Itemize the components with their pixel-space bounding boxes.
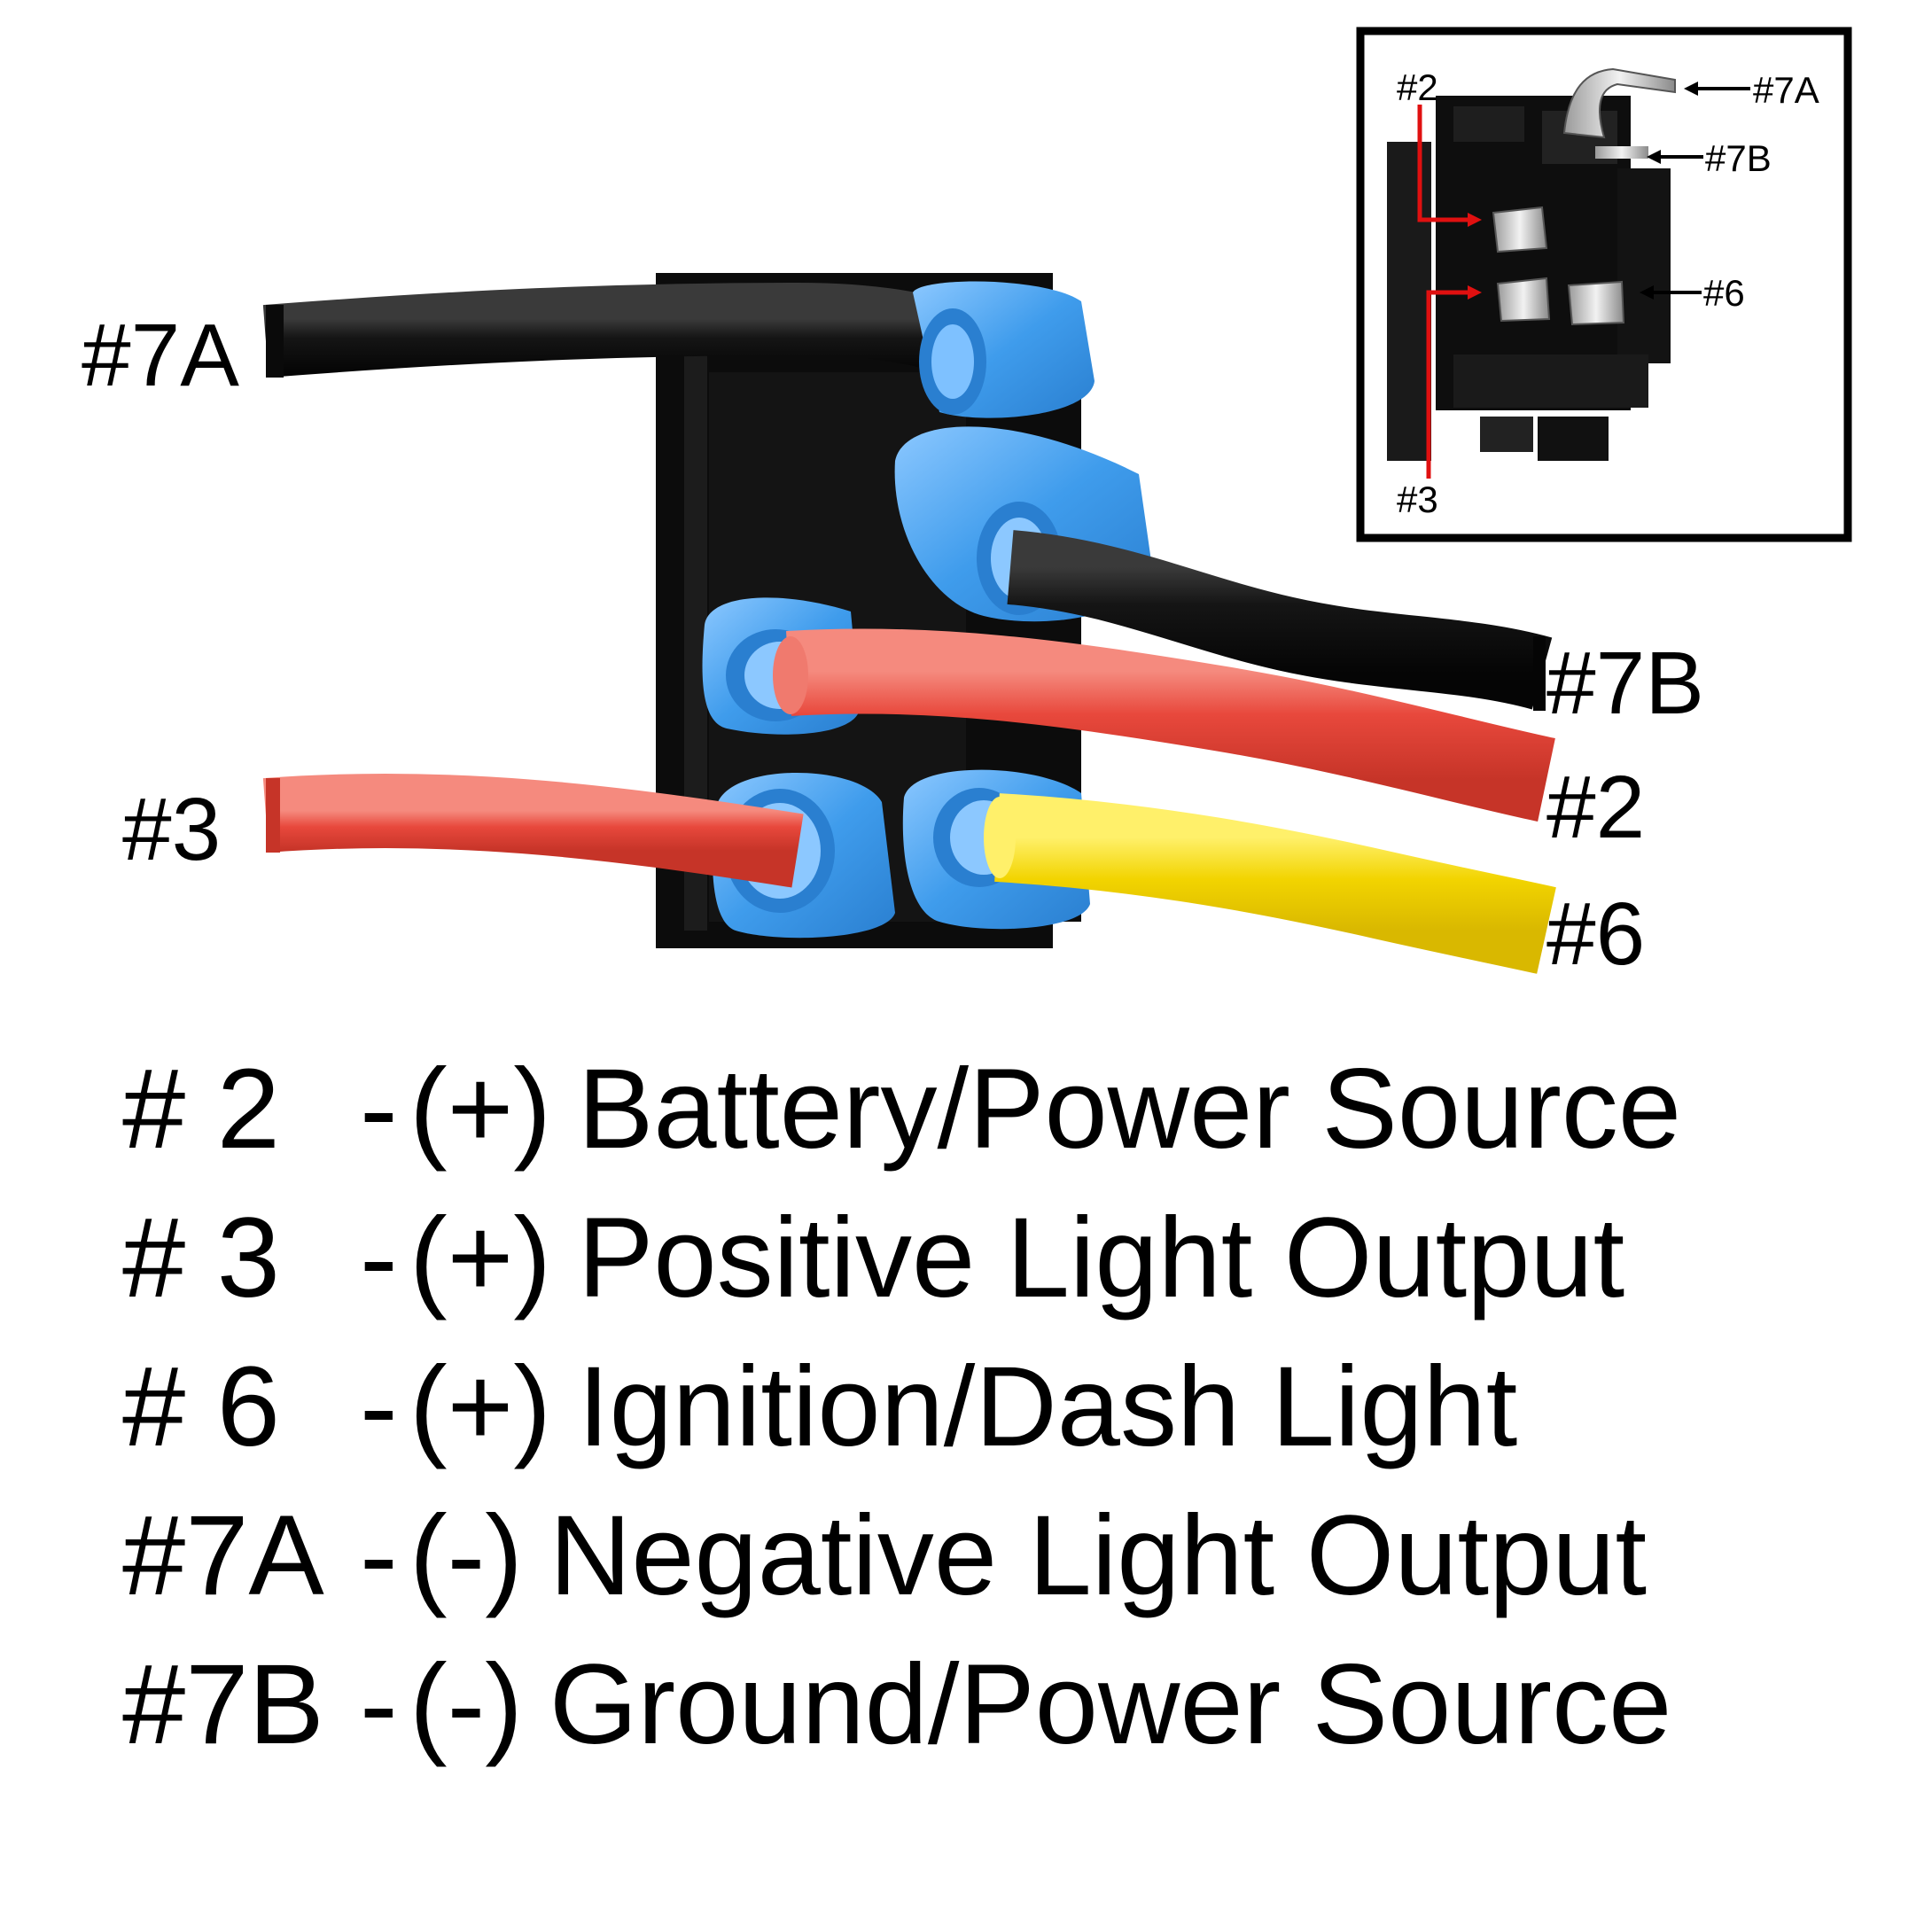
inset-label-6: #6 bbox=[1703, 272, 1745, 314]
legend-polarity: (+) bbox=[409, 1195, 551, 1321]
inset-label-2: #2 bbox=[1397, 66, 1438, 108]
legend-pin: #7A bbox=[122, 1492, 324, 1619]
legend-separator: - bbox=[360, 1641, 398, 1768]
connector-7a bbox=[913, 281, 1095, 418]
legend-separator: - bbox=[360, 1046, 398, 1172]
legend-row: # 6 - (+) Ignition/Dash Light bbox=[122, 1333, 1895, 1482]
label-wire-3: #3 bbox=[122, 780, 221, 879]
legend-description: Negative Light Output bbox=[549, 1492, 1647, 1619]
legend-row: #7B - (-) Ground/Power Source bbox=[122, 1631, 1895, 1780]
label-wire-6: #6 bbox=[1546, 884, 1645, 984]
inset-label-7b: #7B bbox=[1705, 137, 1772, 179]
inset-switch-photo: #2 #3 #6 #7A #7B bbox=[1356, 27, 1852, 542]
legend-pin: # 3 bbox=[122, 1195, 280, 1321]
legend-polarity: (+) bbox=[409, 1344, 551, 1470]
legend-description: Positive Light Output bbox=[578, 1195, 1625, 1321]
label-wire-7a: #7A bbox=[82, 306, 239, 405]
legend-polarity: (-) bbox=[409, 1492, 523, 1619]
inset-red-markers bbox=[1417, 105, 1482, 479]
pin-legend: # 2 - (+) Battery/Power Source # 3 - (+)… bbox=[122, 1035, 1895, 1780]
wire-3 bbox=[262, 773, 804, 888]
legend-polarity: (+) bbox=[409, 1046, 551, 1172]
label-wire-2: #2 bbox=[1546, 758, 1645, 857]
legend-separator: - bbox=[360, 1344, 398, 1470]
inset-arrows bbox=[1640, 82, 1750, 300]
legend-pin: #7B bbox=[122, 1641, 324, 1768]
legend-row: # 3 - (+) Positive Light Output bbox=[122, 1184, 1895, 1333]
legend-row: #7A - (-) Negative Light Output bbox=[122, 1482, 1895, 1631]
inset-label-3: #3 bbox=[1397, 479, 1438, 520]
legend-description: Battery/Power Source bbox=[578, 1046, 1681, 1172]
legend-description: Ground/Power Source bbox=[549, 1641, 1672, 1768]
legend-polarity: (-) bbox=[409, 1641, 523, 1768]
legend-pin: # 6 bbox=[122, 1344, 280, 1470]
wire-2 bbox=[773, 628, 1555, 822]
inset-label-7a: #7A bbox=[1753, 69, 1819, 111]
legend-row: # 2 - (+) Battery/Power Source bbox=[122, 1035, 1895, 1184]
legend-description: Ignition/Dash Light bbox=[578, 1344, 1518, 1470]
legend-separator: - bbox=[360, 1492, 398, 1619]
legend-separator: - bbox=[360, 1195, 398, 1321]
label-wire-7b: #7B bbox=[1546, 634, 1704, 733]
legend-pin: # 2 bbox=[122, 1046, 280, 1172]
wire-6 bbox=[984, 793, 1556, 974]
wire-7b bbox=[1007, 530, 1553, 711]
